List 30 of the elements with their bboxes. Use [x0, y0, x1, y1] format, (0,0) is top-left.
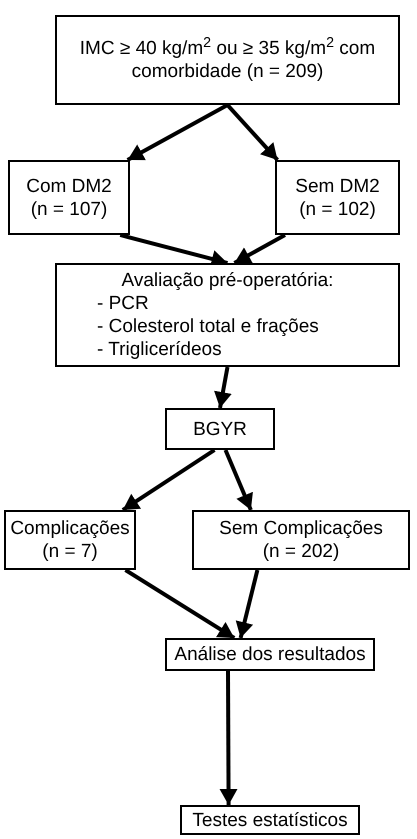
- list-item: - PCR: [96, 292, 149, 315]
- arrow: [126, 103, 228, 162]
- list-item: - Triglicerídeos: [96, 338, 222, 361]
- arrow: [214, 366, 232, 408]
- arrow: [226, 104, 279, 162]
- box-text: Testes estatísticos: [192, 808, 348, 832]
- box-text: Análise dos resultados: [174, 643, 366, 666]
- arrow: [224, 449, 253, 511]
- list-item: - Colesterol total e frações: [96, 315, 319, 338]
- box-text: Sem DM2 (n = 102): [294, 174, 381, 220]
- process-box: [55, 15, 400, 105]
- arrow: [122, 448, 216, 512]
- process-box: [55, 263, 400, 367]
- box-text: BGYR: [193, 418, 247, 440]
- process-box: [4, 510, 136, 570]
- box-text: Com DM2 (n = 107): [25, 174, 113, 220]
- arrow: [220, 671, 238, 805]
- process-box: [192, 510, 410, 570]
- arrow: [233, 233, 286, 265]
- box-text: Sem Complicações (n = 202): [218, 517, 384, 563]
- box-text: Avaliação pré-operatória:: [122, 269, 334, 292]
- process-box: [165, 408, 275, 450]
- arrow: [124, 568, 236, 640]
- process-box: [275, 160, 400, 235]
- process-box: [180, 805, 360, 835]
- box-text: IMC ≥ 40 kg/m$^{2}$ ou ≥ 35 kg/m$^{2}$ com comorbidade (n = 209): [78, 37, 376, 83]
- arrow: [236, 570, 260, 638]
- process-box: [165, 638, 375, 671]
- process-box: [8, 160, 130, 235]
- box-text: Complicações (n = 7): [9, 517, 131, 563]
